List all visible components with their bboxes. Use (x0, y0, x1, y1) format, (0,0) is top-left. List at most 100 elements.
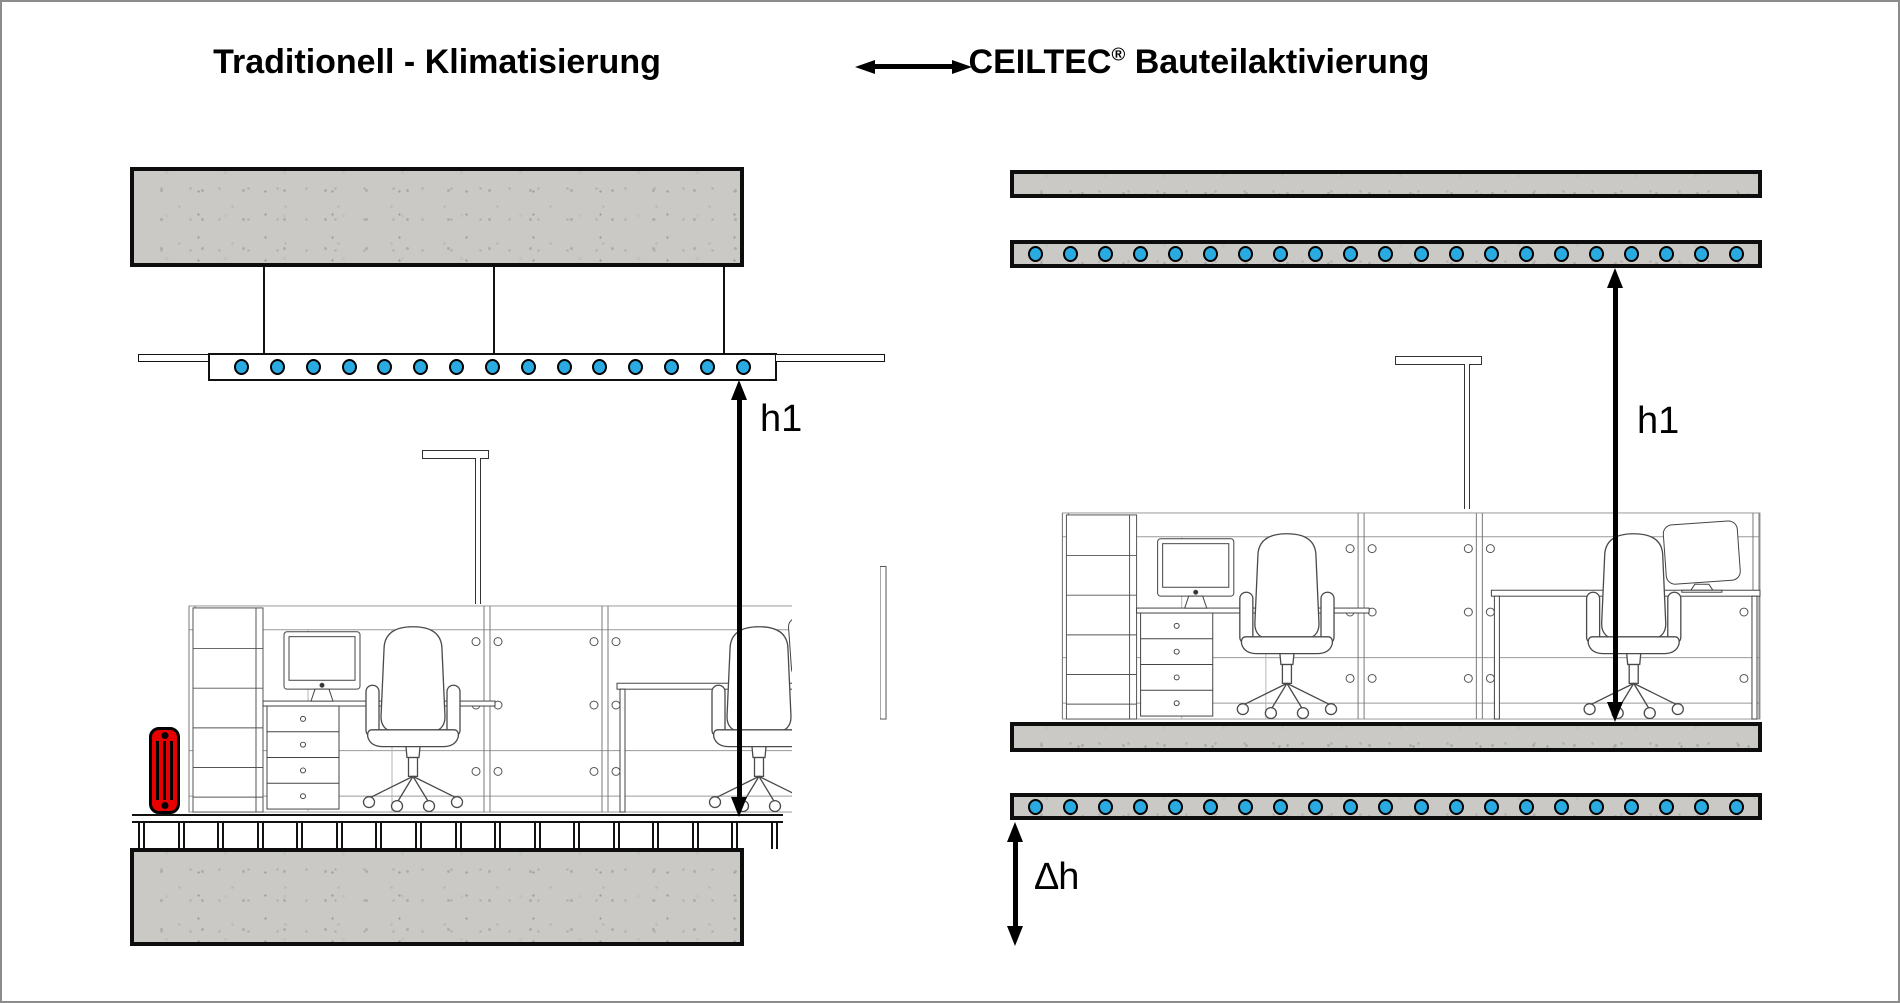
water-pipe-dot (1273, 246, 1289, 262)
water-pipe-dot (1658, 246, 1674, 262)
floor-post (375, 823, 383, 849)
water-pipe-dot (1133, 246, 1149, 262)
arrow-shaft (875, 64, 952, 69)
floor-post (533, 823, 541, 849)
water-pipe-dot (484, 359, 500, 375)
radiator-fin (156, 740, 159, 801)
raised-floor-posts (138, 823, 778, 849)
suspended-ceiling-panel-right (775, 354, 885, 362)
water-pipe-dot (1413, 246, 1429, 262)
water-pipe-dot (1413, 798, 1429, 815)
floor-post (217, 823, 225, 849)
office-scene-illustration (880, 509, 1762, 722)
office-scene-illustration (167, 602, 792, 815)
water-pipe-dot (1343, 798, 1359, 815)
water-pipe-dot (1273, 798, 1289, 815)
radiator-fin (170, 740, 173, 801)
water-pipe-dot (1588, 246, 1604, 262)
delta-h-label: ∆h (1035, 856, 1080, 898)
water-pipe-dot (1098, 798, 1114, 815)
floor-post (691, 823, 699, 849)
water-pipe-dot (1343, 246, 1359, 262)
floor-post (652, 823, 660, 849)
activation-pipe-row (1014, 797, 1758, 816)
arrow-shaft (1012, 842, 1018, 926)
ceiling-hanger-rod (723, 267, 725, 355)
water-pipe-dot (1063, 246, 1079, 262)
water-pipe-dot (735, 359, 751, 375)
arrow-left-head-icon (855, 59, 875, 74)
water-pipe-dot (1693, 798, 1709, 815)
water-pipe-dot (1238, 246, 1254, 262)
water-pipe-dot (1378, 246, 1394, 262)
h1-dimension-arrow-right (1607, 268, 1623, 722)
h1-label-right: h1 (1637, 400, 1680, 442)
water-pipe-dot (1728, 246, 1744, 262)
water-pipe-dot (1098, 246, 1114, 262)
ceiling-hanger-rod (263, 267, 265, 355)
water-pipe-dot (1168, 798, 1184, 815)
water-pipe-dot (1483, 798, 1499, 815)
water-pipe-dot (1168, 246, 1184, 262)
water-pipe-dot (1623, 246, 1639, 262)
arrow-up-head-icon (1007, 822, 1023, 842)
left-section-title: Traditionell - Klimatisierung (213, 43, 661, 81)
arrow-down-head-icon (731, 797, 747, 817)
h1-label-left: h1 (760, 398, 803, 440)
suspended-cooling-ceiling (208, 353, 777, 381)
water-pipe-dot (1518, 798, 1534, 815)
right-top-concrete-slab (1010, 170, 1762, 198)
lamp-stem (1464, 364, 1470, 509)
water-pipe-dot (1063, 798, 1079, 815)
arrow-down-head-icon (1607, 702, 1623, 722)
water-pipe-dot (1238, 798, 1254, 815)
water-pipe-dot (1728, 798, 1744, 815)
arrow-up-head-icon (731, 380, 747, 400)
water-pipe-dot (592, 359, 608, 375)
h1-dimension-arrow-left (731, 380, 747, 817)
lamp-head (422, 450, 489, 459)
arrow-right-head-icon (952, 59, 972, 74)
compare-double-arrow-icon (855, 59, 972, 74)
water-pipe-dot (1448, 246, 1464, 262)
water-pipe-dot (1378, 798, 1394, 815)
radiator-icon (149, 727, 180, 814)
floor-post (494, 823, 502, 849)
left-top-concrete-slab (130, 167, 744, 267)
floor-post (731, 823, 739, 849)
registered-mark: ® (1111, 43, 1126, 65)
water-pipe-dot (1693, 246, 1709, 262)
brand-name: CEILTEC (968, 43, 1112, 81)
water-pipe-dot (1028, 798, 1043, 815)
water-pipe-dot (1483, 246, 1499, 262)
water-pipe-dot (1028, 246, 1043, 262)
lamp-head (1395, 356, 1482, 365)
lamp-stem (475, 458, 481, 604)
water-pipe-dot (1658, 798, 1674, 815)
water-pipe-dot (1203, 798, 1219, 815)
water-pipe-dot (269, 359, 285, 375)
right-activated-ceiling-slab (1010, 240, 1762, 268)
floor-post (771, 823, 778, 849)
water-pipe-dot (628, 359, 644, 375)
water-pipe-dot (1448, 798, 1464, 815)
water-pipe-dot (1308, 246, 1324, 262)
cooling-pipe-row (210, 355, 775, 379)
water-pipe-dot (377, 359, 393, 375)
water-pipe-dot (413, 359, 429, 375)
activation-pipe-row (1014, 244, 1758, 264)
floor-post (612, 823, 620, 849)
floor-post (335, 823, 343, 849)
arrow-shaft (1612, 288, 1618, 702)
floor-post (454, 823, 462, 849)
radiator-fin (163, 740, 166, 801)
water-pipe-dot (699, 359, 715, 375)
water-pipe-dot (1308, 798, 1324, 815)
water-pipe-dot (1553, 798, 1569, 815)
right-title-rest: Bauteilaktivierung (1125, 43, 1430, 81)
raised-floor-plate (132, 814, 783, 823)
water-pipe-dot (449, 359, 465, 375)
water-pipe-dot (1623, 798, 1639, 815)
water-pipe-dot (305, 359, 321, 375)
